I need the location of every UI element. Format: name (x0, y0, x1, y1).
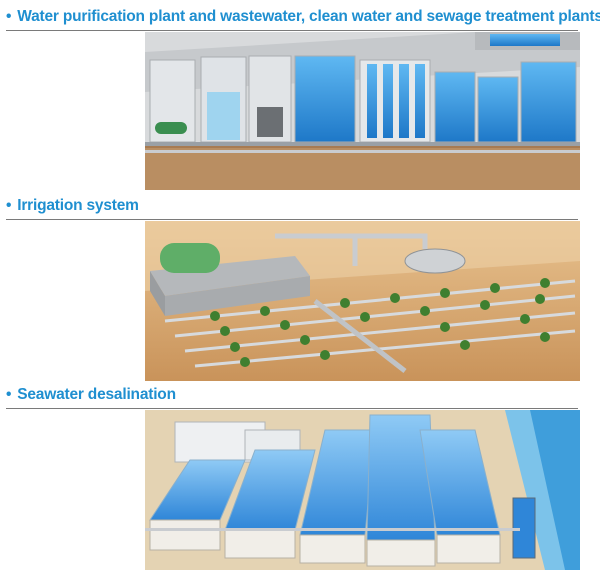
bullet: • (6, 386, 12, 403)
section-divider (6, 30, 578, 31)
desalination-plant-illustration (145, 410, 580, 570)
section-heading-desalination: • Seawater desalination (6, 386, 176, 404)
section-heading-water-purification: • Water purification plant and wastewater… (6, 8, 600, 26)
section-title: Water purification plant and wastewater,… (17, 8, 600, 25)
section-title: Seawater desalination (17, 386, 176, 403)
irrigation-system-illustration (145, 221, 580, 381)
section-heading-irrigation: • Irrigation system (6, 197, 139, 215)
section-divider (6, 408, 578, 409)
section-title: Irrigation system (17, 197, 139, 214)
section-divider (6, 219, 578, 220)
water-treatment-plant-illustration (145, 32, 580, 190)
bullet: • (6, 8, 12, 25)
bullet: • (6, 197, 12, 214)
